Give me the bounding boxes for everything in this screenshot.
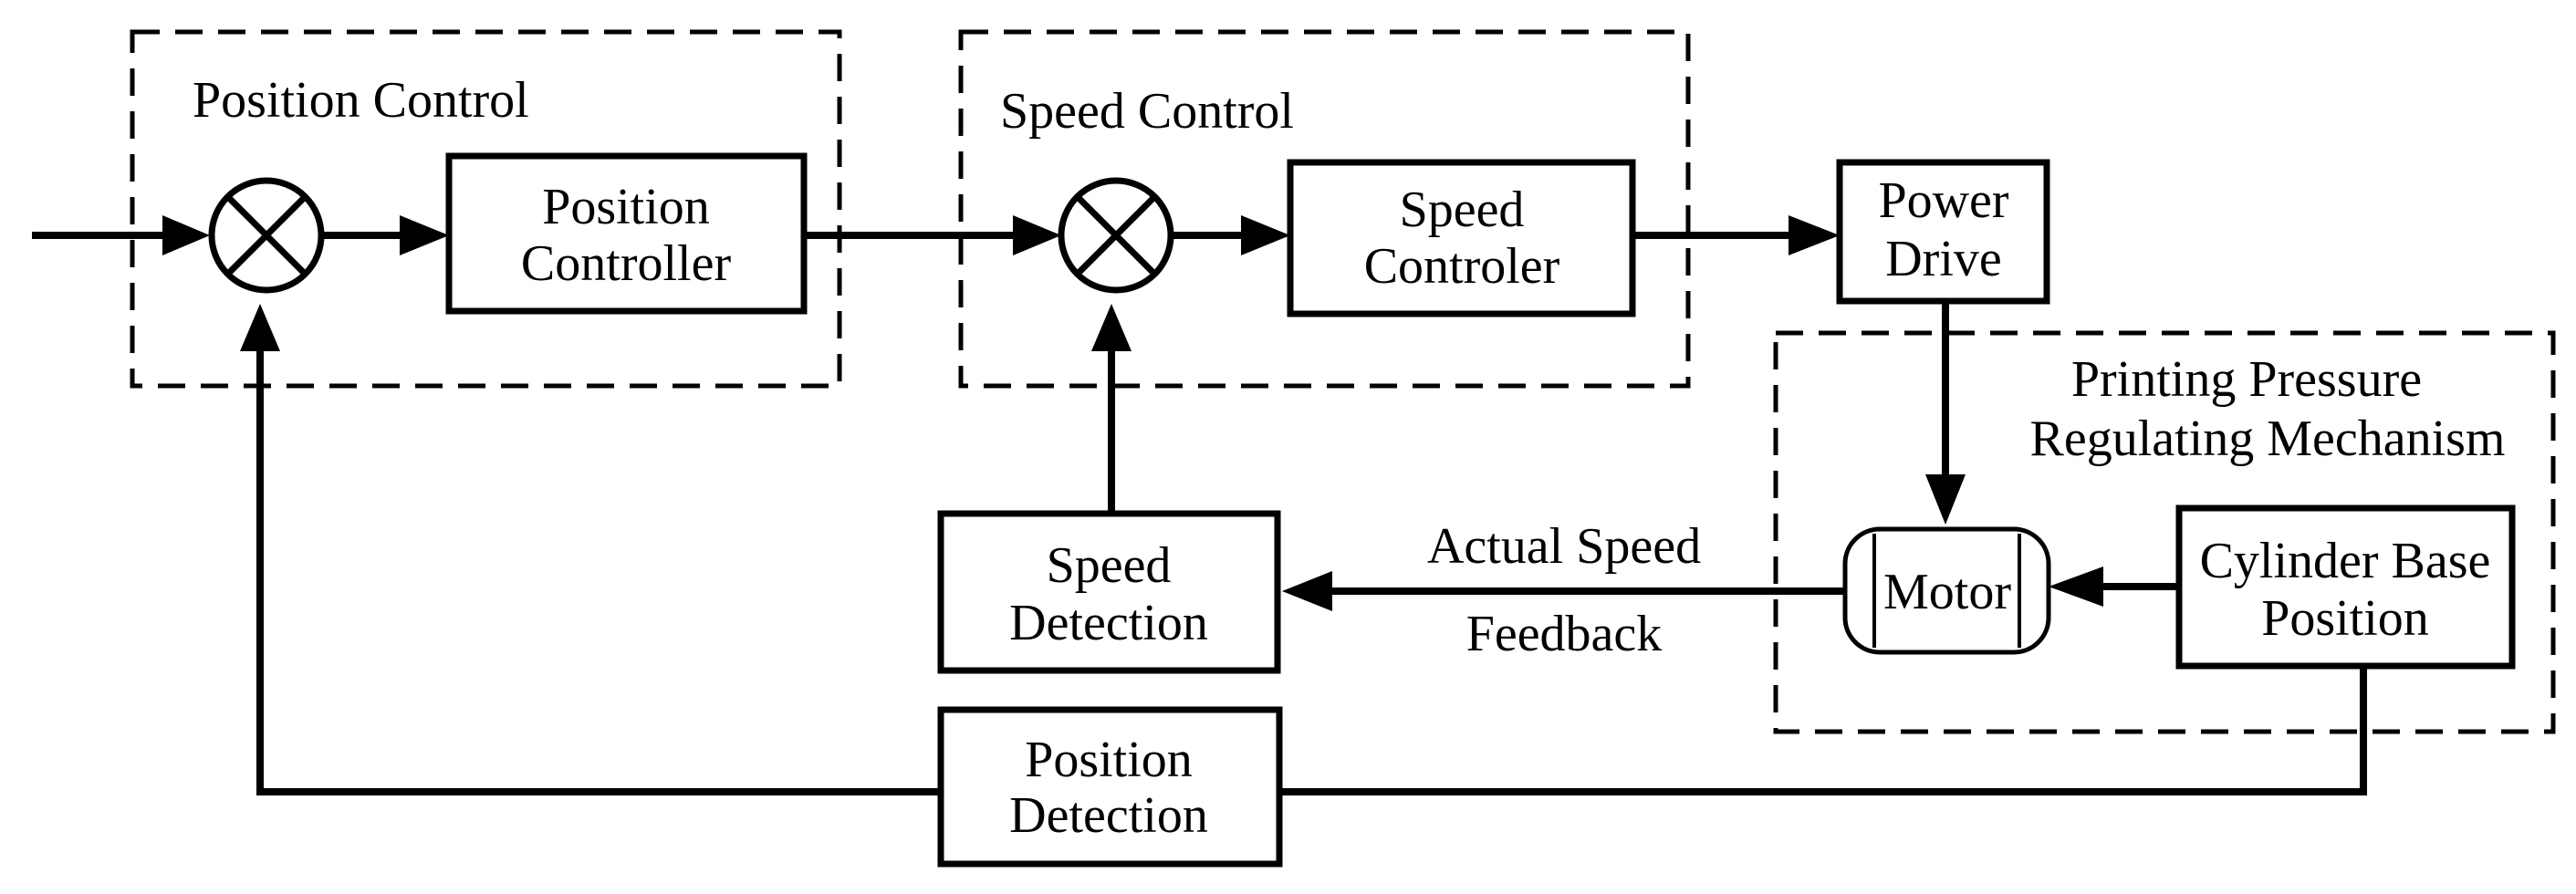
speed-control-group xyxy=(958,29,1691,389)
sum2-feedback-arrowhead xyxy=(1091,304,1132,351)
motor-input-arrowhead xyxy=(1925,474,1966,525)
wire-position-detection-to-sum1 xyxy=(256,351,941,795)
position-controller-label-line1: Position xyxy=(542,179,710,235)
cylinder-label-line1: Cylinder Base xyxy=(2200,533,2491,589)
power-drive-label-line1: Power xyxy=(1878,172,2008,229)
position-control-group xyxy=(130,29,842,389)
wire-cylinder-to-position-detection xyxy=(1279,666,2367,795)
speed-detection-block: Speed Detection xyxy=(937,510,1281,674)
position-controller-block: Position Controller xyxy=(445,152,808,315)
position-summing-junction xyxy=(208,177,325,294)
cylinder-label-line2: Position xyxy=(2261,590,2429,647)
position-controller-label-line2: Controller xyxy=(521,235,732,292)
feedback-label: Feedback xyxy=(1466,606,1663,662)
position-control-title: Position Control xyxy=(193,72,529,129)
speed-detection-arrowhead xyxy=(1282,571,1332,611)
actual-speed-label: Actual Speed xyxy=(1427,518,1701,575)
input-arrowhead xyxy=(162,215,210,255)
speed-controller-label-line2: Controler xyxy=(1364,238,1560,295)
position-detection-block: Position Detection xyxy=(937,706,1283,868)
sum2-input-arrowhead xyxy=(1013,215,1061,255)
speed-detection-label-line2: Detection xyxy=(1009,595,1208,651)
speed-detection-label-line1: Speed xyxy=(1047,537,1172,594)
power-drive-label-line2: Drive xyxy=(1885,231,2002,287)
speed-controller-label-line1: Speed xyxy=(1400,182,1525,238)
mechanism-title-line1: Printing Pressure xyxy=(2071,351,2422,408)
position-detection-label-line2: Detection xyxy=(1009,787,1208,844)
mechanism-title-line2: Regulating Mechanism xyxy=(2029,411,2505,467)
power-drive-block: Power Drive xyxy=(1836,159,2050,305)
speed-control-title: Speed Control xyxy=(1000,83,1294,140)
speed-controller-block: Speed Controler xyxy=(1287,159,1636,317)
position-controller-arrowhead xyxy=(400,215,449,255)
position-detection-label-line1: Position xyxy=(1025,732,1193,788)
speed-controller-arrowhead xyxy=(1241,215,1290,255)
motor-block: Motor xyxy=(1842,526,2051,655)
power-drive-arrowhead xyxy=(1789,215,1840,255)
cylinder-to-motor-arrowhead xyxy=(2049,567,2103,607)
cylinder-base-position-block: Cylinder Base Position xyxy=(2175,504,2516,670)
speed-summing-junction xyxy=(1058,177,1174,294)
sum1-feedback-arrowhead xyxy=(240,304,280,351)
motor-label: Motor xyxy=(1883,564,2011,620)
pressure-mechanism-group xyxy=(1773,330,2556,734)
